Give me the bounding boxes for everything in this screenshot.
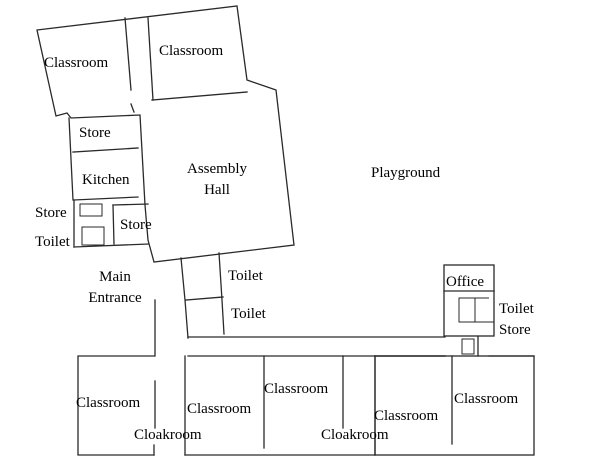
- label-toilet-center-lower: Toilet: [231, 306, 267, 322]
- label-toilet-center-upper: Toilet: [228, 268, 264, 284]
- label-classroom-nw-left: Classroom: [44, 55, 109, 71]
- label-classroom-s5: Classroom: [454, 391, 519, 407]
- west-wing-walls: [68, 117, 149, 248]
- label-cloakroom-left: Cloakroom: [134, 427, 202, 443]
- label-assembly-hall-line1: Assembly: [187, 161, 248, 177]
- label-classroom-s2: Classroom: [187, 401, 252, 417]
- label-assembly-hall-line2: Hall: [204, 182, 230, 198]
- label-cloakroom-right: Cloakroom: [321, 427, 389, 443]
- corridor-walls: [154, 299, 479, 357]
- label-playground: Playground: [371, 165, 441, 181]
- label-toilet-left: Toilet: [35, 234, 71, 250]
- nw-classroom-block-walls: [36, 5, 295, 263]
- label-classroom-s3: Classroom: [264, 381, 329, 397]
- label-main-entrance-line2: Entrance: [88, 290, 142, 306]
- label-store-upper: Store: [79, 125, 111, 141]
- label-main-entrance-line1: Main: [99, 269, 131, 285]
- label-classroom-s1: Classroom: [76, 395, 141, 411]
- label-store-right: Store: [499, 322, 531, 338]
- label-kitchen: Kitchen: [82, 172, 130, 188]
- label-classroom-s4: Classroom: [374, 408, 439, 424]
- central-toilets-walls: [180, 252, 225, 339]
- south-row-walls: [77, 355, 535, 456]
- label-office: Office: [446, 274, 484, 290]
- label-toilet-right: Toilet: [499, 301, 535, 317]
- label-store-middle: Store: [120, 217, 152, 233]
- office-block-walls: [443, 264, 495, 355]
- label-store-left: Store: [35, 205, 67, 221]
- room-labels: Classroom Classroom Store Kitchen Store …: [35, 43, 535, 443]
- label-classroom-nw-right: Classroom: [159, 43, 224, 59]
